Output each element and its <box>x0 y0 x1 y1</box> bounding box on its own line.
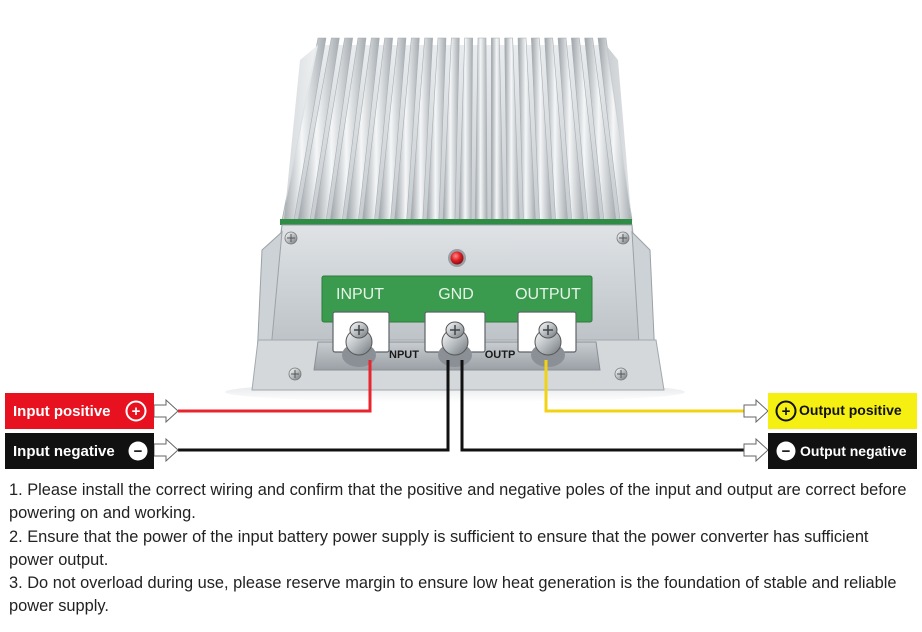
arrow-input-positive <box>153 398 179 424</box>
wire-output-positive <box>544 360 744 413</box>
badge-output-positive: + Output positive <box>768 393 917 429</box>
housing-screw <box>614 367 628 381</box>
arrow-output-negative <box>743 437 769 463</box>
terminal-bolt <box>531 321 565 367</box>
terminal-label-output: OUTPUT <box>515 286 581 303</box>
minus-symbol: − <box>134 443 143 460</box>
minus-symbol: − <box>782 443 791 460</box>
plus-icon <box>775 400 797 422</box>
badge-output-positive-label: Output positive <box>799 402 902 418</box>
note-3: 3. Do not overload during use, please re… <box>9 574 897 616</box>
plate-label-right: OUTP <box>485 349 516 361</box>
wire-output-negative <box>460 360 744 452</box>
badge-input-negative-label: Input negative <box>13 443 115 460</box>
plus-icon <box>125 400 147 422</box>
housing-screw <box>616 231 630 245</box>
housing-screw <box>284 231 298 245</box>
badge-input-positive-label: Input positive <box>13 403 111 420</box>
wire-input-negative <box>178 360 450 452</box>
note-1: 1. Please install the correct wiring and… <box>9 481 907 523</box>
minus-icon <box>776 441 796 461</box>
badge-output-negative: − Output negative <box>768 433 917 469</box>
badge-input-positive: Input positive + <box>5 393 154 429</box>
arrow-input-negative <box>153 437 179 463</box>
instruction-notes: 1. Please install the correct wiring and… <box>9 479 914 619</box>
wire-input-positive <box>178 360 372 413</box>
badge-input-negative: Input negative − <box>5 433 154 469</box>
note-2: 2. Ensure that the power of the input ba… <box>9 527 869 569</box>
plus-symbol: + <box>132 403 141 420</box>
led-indicator <box>450 251 464 265</box>
terminal-bolt <box>342 321 376 367</box>
minus-icon <box>128 441 148 461</box>
heatsink <box>266 37 648 320</box>
pcb-edge <box>280 219 632 225</box>
arrow-output-positive <box>743 398 769 424</box>
plus-symbol: + <box>782 403 791 420</box>
housing-screw <box>288 367 302 381</box>
terminal-label-gnd: GND <box>438 286 474 303</box>
badge-output-negative-label: Output negative <box>800 443 907 459</box>
terminal-label-input: INPUT <box>336 286 384 303</box>
plate-label-left: NPUT <box>389 349 419 361</box>
